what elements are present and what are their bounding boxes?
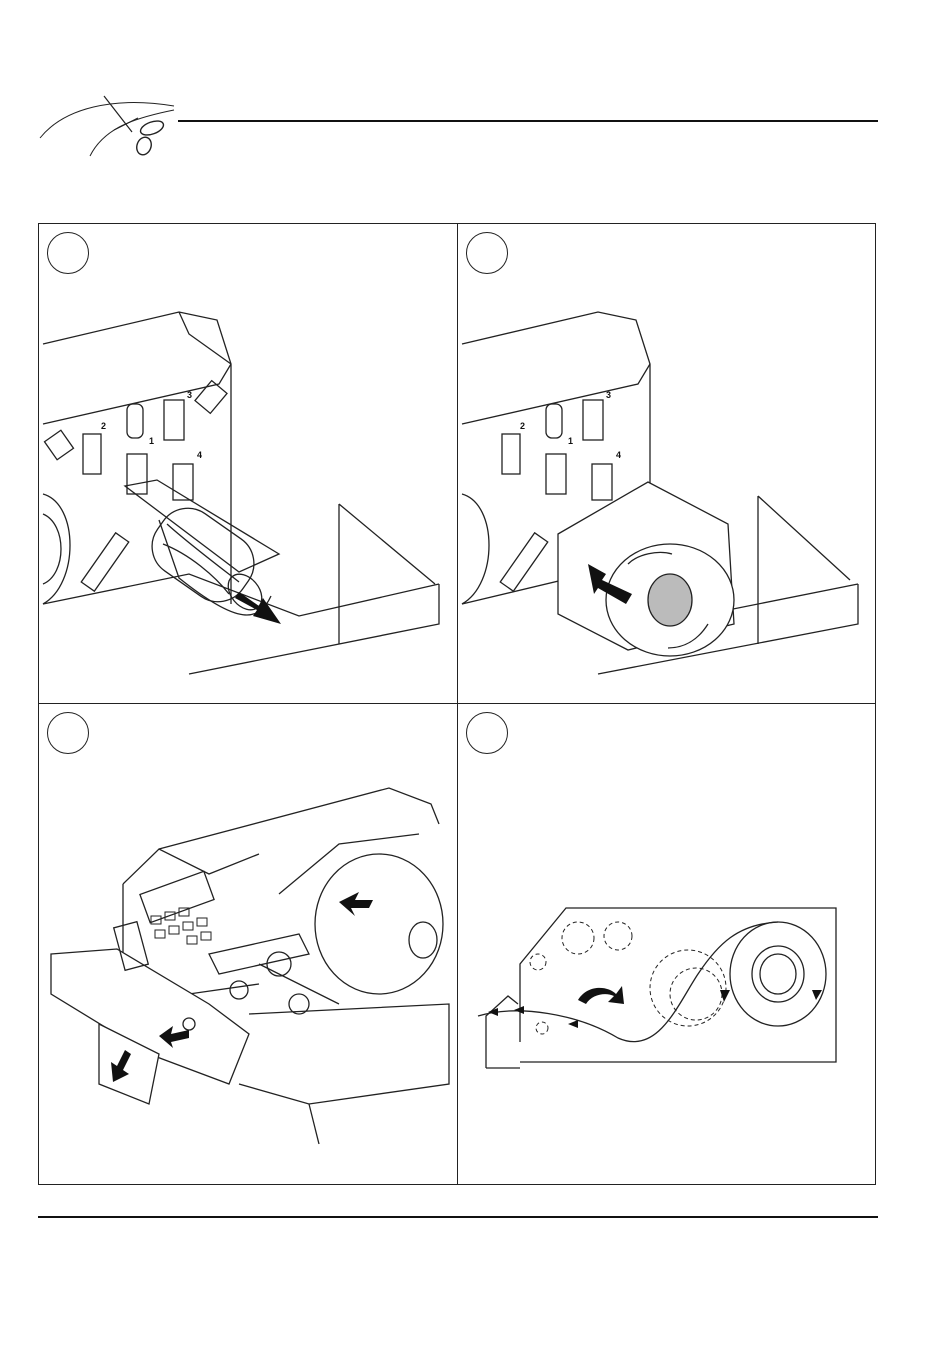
printer-open-illustration xyxy=(39,704,457,1183)
printer-roll-illustration: 2 3 1 4 xyxy=(458,224,876,703)
slot-label-2: 2 xyxy=(101,421,106,431)
slot-label-3: 3 xyxy=(606,390,611,400)
scissors-icon xyxy=(34,88,184,168)
footer-rule xyxy=(38,1216,878,1218)
instruction-grid: 2 3 1 4 xyxy=(38,223,876,1185)
step-panel-1: 2 3 1 4 xyxy=(39,224,457,703)
header-rule xyxy=(178,120,878,122)
slot-label-3: 3 xyxy=(187,390,192,400)
slot-label-2: 2 xyxy=(520,421,525,431)
step-panel-2: 2 3 1 4 xyxy=(458,224,876,703)
step-panel-4 xyxy=(458,704,876,1183)
slot-label-1: 1 xyxy=(568,436,573,446)
printer-spindle-illustration: 2 3 1 4 xyxy=(39,224,457,703)
step-panel-3 xyxy=(39,704,457,1183)
slot-label-4: 4 xyxy=(197,450,202,460)
slot-label-4: 4 xyxy=(616,450,621,460)
slot-label-1: 1 xyxy=(149,436,154,446)
media-path-diagram-icon xyxy=(458,704,876,1183)
